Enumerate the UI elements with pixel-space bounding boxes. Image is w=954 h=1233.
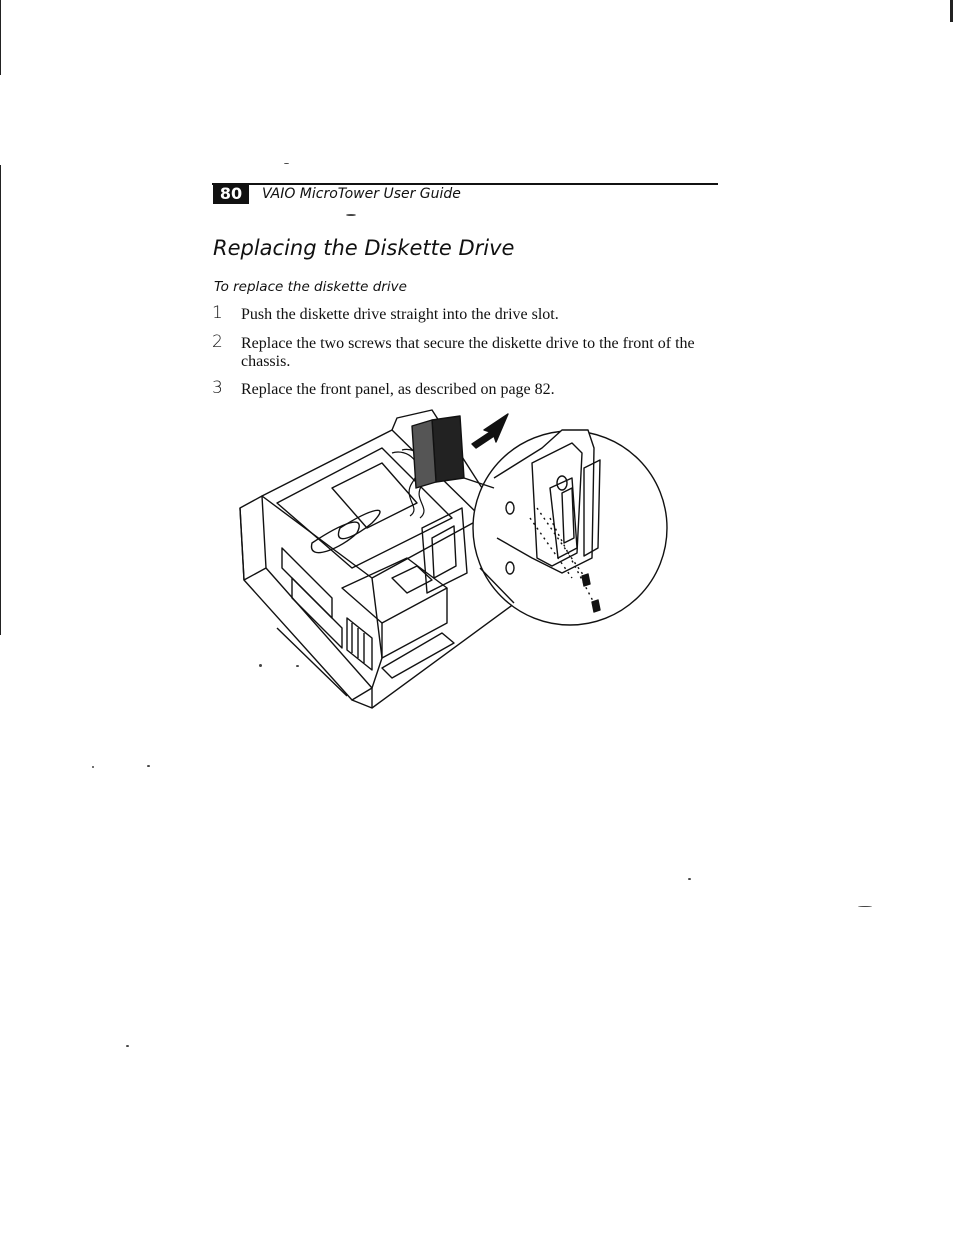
scan-speck bbox=[688, 878, 691, 880]
step-text: Replace the two screws that secure the d… bbox=[241, 335, 695, 370]
screw-icon bbox=[581, 573, 601, 613]
scan-speck bbox=[147, 765, 150, 767]
diskette-drive-figure bbox=[232, 408, 672, 718]
scan-speck bbox=[284, 163, 289, 164]
scan-edge-left-lower bbox=[0, 165, 1, 635]
scan-speck bbox=[126, 1045, 129, 1047]
step-number: 1 bbox=[212, 303, 223, 323]
scan-speck bbox=[858, 906, 872, 907]
step-text: Push the diskette drive straight into th… bbox=[241, 306, 559, 323]
running-title: VAIO MicroTower User Guide bbox=[262, 186, 461, 202]
scan-edge-right bbox=[950, 0, 953, 22]
section-title: Replacing the Diskette Drive bbox=[213, 236, 515, 260]
scan-speck bbox=[346, 214, 356, 216]
scan-speck bbox=[259, 664, 262, 667]
insert-arrow-icon bbox=[471, 413, 509, 449]
page-number-badge: 80 bbox=[213, 183, 249, 204]
header-rule bbox=[212, 183, 718, 185]
magnified-detail-circle bbox=[472, 429, 668, 626]
procedure-title: To replace the diskette drive bbox=[214, 279, 407, 295]
scan-speck bbox=[92, 766, 94, 768]
scan-edge-left bbox=[0, 0, 1, 75]
step-number: 3 bbox=[212, 378, 223, 398]
computer-chassis-illustration bbox=[239, 409, 523, 709]
scan-speck bbox=[296, 665, 299, 667]
step-text: Replace the front panel, as described on… bbox=[241, 381, 555, 398]
step-number: 2 bbox=[212, 332, 223, 352]
